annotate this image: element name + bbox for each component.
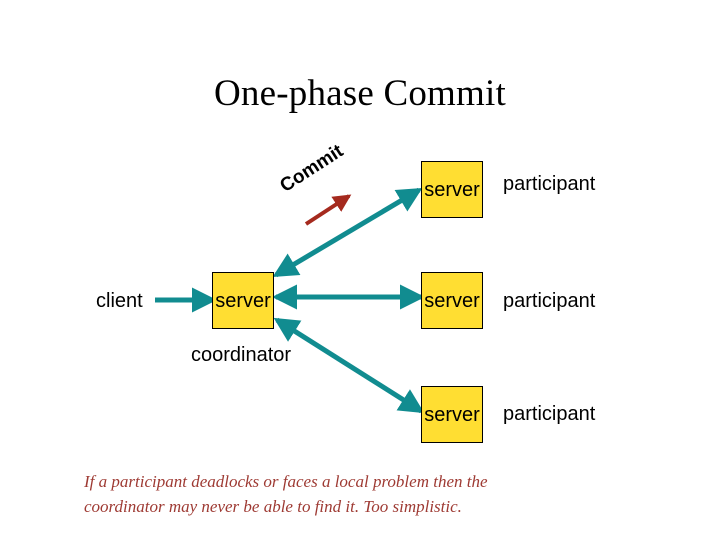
coordinator-role-label: coordinator	[191, 344, 292, 366]
node-participant-2-label: server	[424, 289, 480, 312]
commit-direction-arrow	[304, 194, 352, 226]
caption-text: If a participant deadlocks or faces a lo…	[84, 470, 644, 519]
edge-coordinator-to-participant-3	[273, 317, 425, 414]
node-participant-1-label: server	[424, 178, 480, 201]
node-participant-3-label: server	[424, 403, 480, 426]
participant-2-role-label: participant	[503, 290, 596, 312]
participant-3-role-label: participant	[503, 403, 596, 425]
edge-coordinator-to-participant-1	[272, 187, 423, 278]
client-label: client	[96, 290, 143, 312]
page-title: One-phase Commit	[214, 73, 506, 114]
participant-1-role-label: participant	[503, 173, 596, 195]
node-participant-1[interactable]: server	[421, 161, 483, 218]
caption-line-1: If a participant deadlocks or faces a lo…	[84, 472, 488, 491]
node-coordinator-label: server	[215, 289, 271, 312]
node-participant-2[interactable]: server	[421, 272, 483, 329]
node-participant-3[interactable]: server	[421, 386, 483, 443]
node-coordinator[interactable]: server	[212, 272, 274, 329]
caption-line-2: coordinator may never be able to find it…	[84, 496, 462, 516]
